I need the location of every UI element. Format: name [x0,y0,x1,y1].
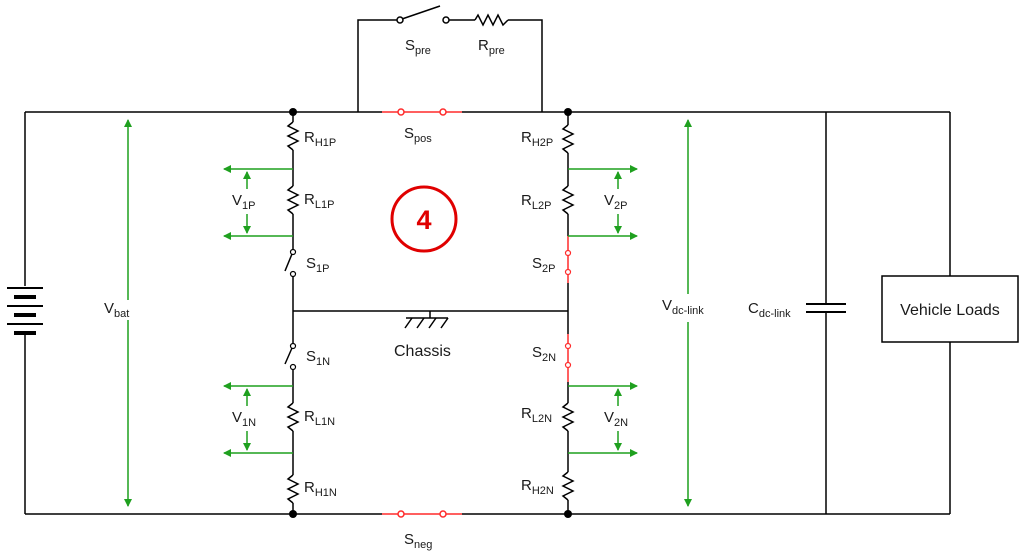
s-neg-switch [382,510,462,518]
r-l1p-resistor [286,185,300,215]
s-neg-label: Sneg [404,531,432,551]
chassis-ground [293,310,568,329]
s-2n-label: S2N [532,344,556,364]
r-l1p-label: RL1P [304,191,334,211]
s-1n-switch-blade [284,347,293,365]
v-2p-measurement [568,165,638,240]
v-2n-label: V2N [604,409,628,429]
r-l1n-label: RL1N [304,408,335,428]
r-pre-resistor [474,13,509,27]
r-h1n-label: RH1N [304,479,337,499]
v-2p-label: V2P [604,192,627,212]
r-h2p-label: RH2P [521,129,553,149]
s-pos-label: Spos [404,125,432,145]
r-h2n-label: RH2N [521,477,554,497]
r-h1n-resistor [286,474,300,504]
s-pre-switch-blade [401,5,441,20]
s-2p-label: S2P [532,255,555,275]
r-h1p-resistor [286,121,300,151]
v-2n-measurement [568,382,638,457]
fault-marker: 4 [390,185,458,253]
s-pre-label: Spre [405,37,431,57]
s-1p-switch-blade [284,253,293,272]
v-1p-measurement [223,165,293,240]
junction-dots [289,108,572,518]
v-1n-measurement [223,382,293,457]
r-h2n-resistor [561,471,575,501]
r-h2p-resistor [561,124,575,154]
vehicle-loads-label: Vehicle Loads [900,302,1000,319]
r-h1p-label: RH1P [304,129,336,149]
chassis-label: Chassis [394,343,451,360]
v-dc-link-label: Vdc-link [662,297,704,317]
r-l2n-resistor [561,402,575,432]
s-pos-switch [382,108,462,116]
vehicle-loads-box [881,275,1019,343]
r-l2p-label: RL2P [521,192,551,212]
c-dc-link-label: Cdc-link [748,300,791,320]
svg-text:4: 4 [416,205,431,235]
battery-symbol [7,282,43,340]
precharge-branch [357,5,543,112]
v-1p-label: V1P [232,192,255,212]
v-1n-label: V1N [232,409,256,429]
s-1p-label: S1P [306,255,329,275]
r-l2p-resistor [561,185,575,215]
v-bat-label: Vbat [104,300,129,320]
r-l2n-label: RL2N [521,405,552,425]
dc-link-capacitor [806,112,846,514]
s-1n-label: S1N [306,348,330,368]
right-branch [561,112,575,514]
r-pre-label: Rpre [478,37,505,57]
r-l1n-resistor [286,402,300,432]
